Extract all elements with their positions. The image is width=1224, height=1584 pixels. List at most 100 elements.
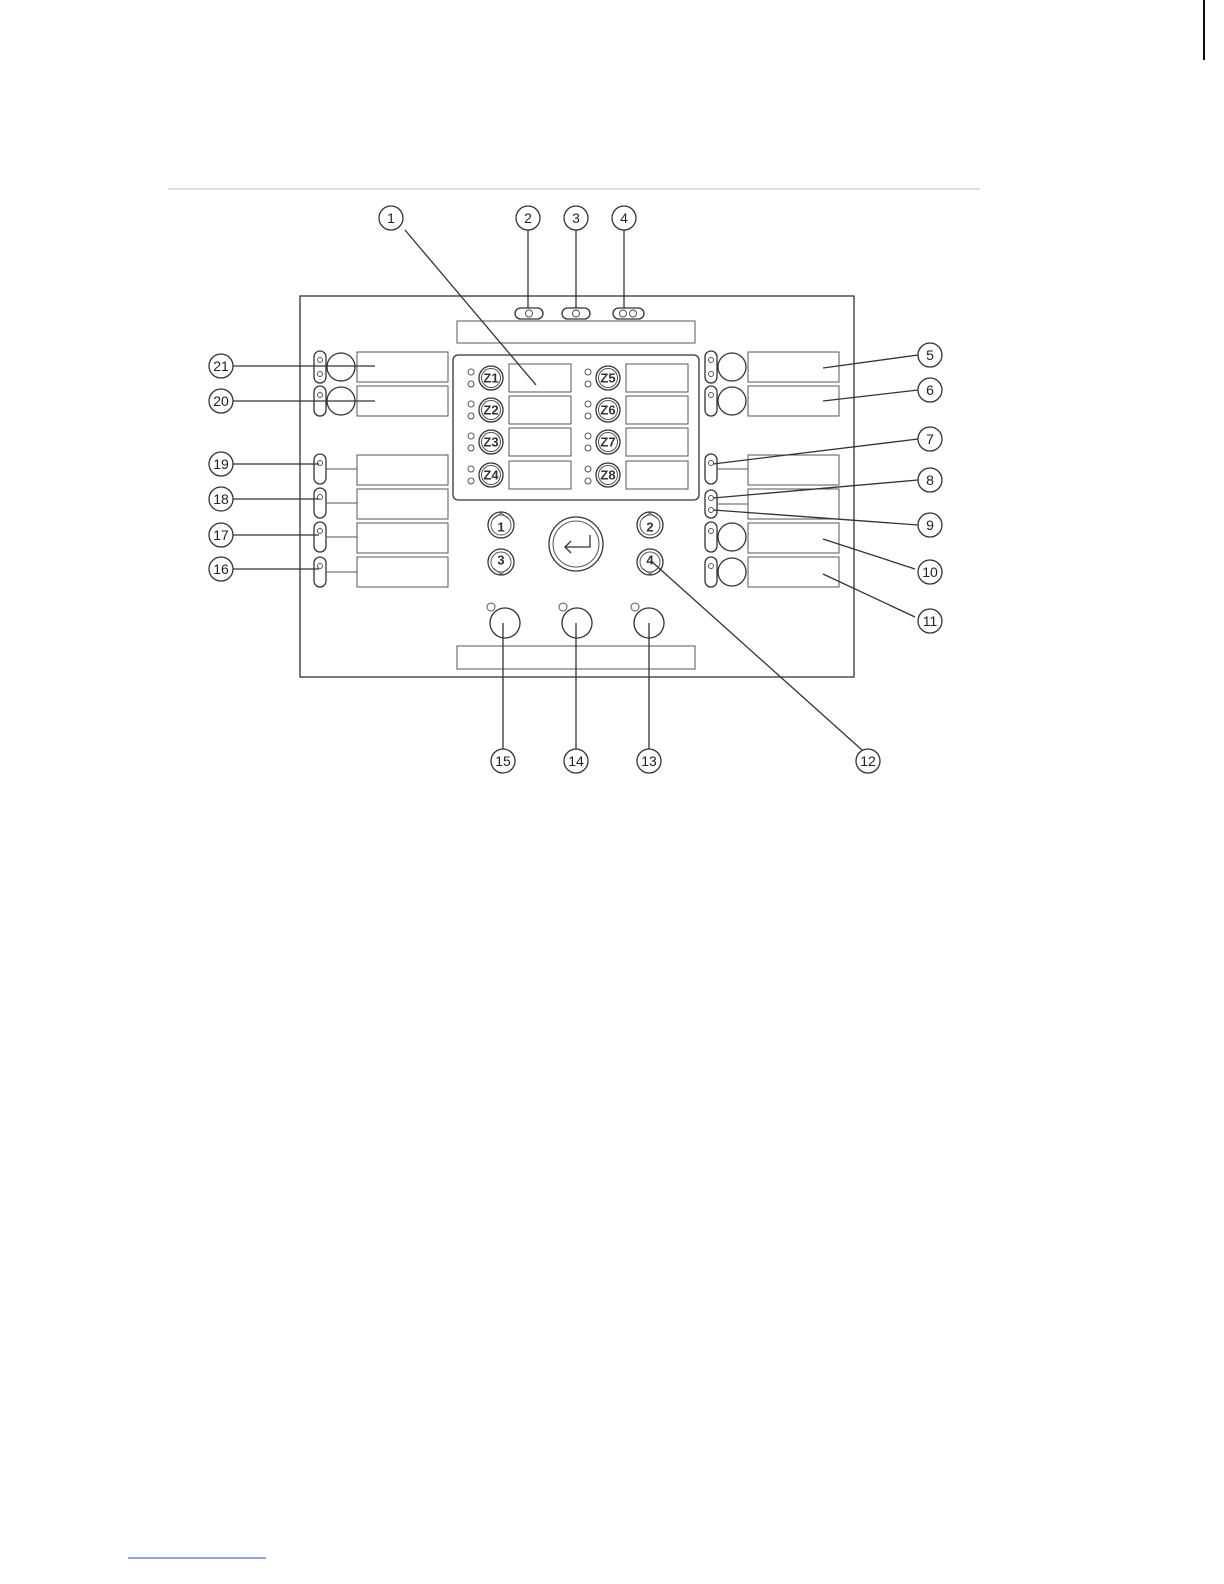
svg-text:20: 20 bbox=[213, 393, 229, 409]
callout-6: 6 bbox=[918, 378, 942, 402]
right-label-10 bbox=[748, 523, 839, 553]
callout-10: 10 bbox=[918, 560, 942, 584]
svg-text:4: 4 bbox=[620, 210, 628, 226]
leader-lines bbox=[233, 230, 918, 750]
callout-5: 5 bbox=[918, 343, 942, 367]
zone-key-z1[interactable]: Z1 bbox=[483, 371, 498, 386]
svg-text:4: 4 bbox=[646, 553, 654, 568]
callout-2: 2 bbox=[516, 206, 540, 230]
nav-key-3[interactable]: 3 bbox=[488, 549, 514, 575]
status-led-2 bbox=[515, 308, 543, 319]
status-led-3 bbox=[562, 308, 590, 319]
callout-12: 12 bbox=[856, 749, 880, 773]
zone-row-z6[interactable]: Z6 bbox=[585, 396, 688, 424]
left-control-19[interactable] bbox=[314, 454, 448, 485]
left-label-21 bbox=[357, 352, 448, 382]
callout-20: 20 bbox=[209, 389, 233, 413]
left-label-16 bbox=[357, 557, 448, 587]
zone-row-z7[interactable]: Z7 bbox=[585, 428, 688, 456]
bottom-button-13[interactable] bbox=[631, 603, 664, 638]
svg-text:21: 21 bbox=[213, 358, 229, 374]
svg-text:3: 3 bbox=[497, 553, 504, 568]
callout-1: 1 bbox=[379, 206, 403, 230]
zone-row-z1[interactable]: Z1 bbox=[468, 364, 571, 392]
zone-row-z8[interactable]: Z8 bbox=[585, 461, 688, 489]
svg-text:3: 3 bbox=[572, 210, 580, 226]
nav-key-2[interactable]: 2 bbox=[637, 512, 663, 538]
zone-key-z3[interactable]: Z3 bbox=[483, 435, 498, 450]
callout-3: 3 bbox=[564, 206, 588, 230]
left-control-21[interactable] bbox=[314, 351, 448, 383]
callout-16: 16 bbox=[209, 557, 233, 581]
svg-text:8: 8 bbox=[926, 472, 934, 488]
callout-19: 19 bbox=[209, 452, 233, 476]
svg-text:5: 5 bbox=[926, 347, 934, 363]
panel-frame bbox=[300, 296, 854, 677]
zone-key-z6[interactable]: Z6 bbox=[600, 403, 615, 418]
svg-text:1: 1 bbox=[387, 210, 395, 226]
svg-text:7: 7 bbox=[926, 431, 934, 447]
svg-text:12: 12 bbox=[860, 753, 876, 769]
svg-text:15: 15 bbox=[495, 753, 511, 769]
zone-key-z2[interactable]: Z2 bbox=[483, 403, 498, 418]
zone-row-z3[interactable]: Z3 bbox=[468, 428, 571, 456]
left-label-19 bbox=[357, 455, 448, 485]
zone-label-z4 bbox=[509, 461, 571, 489]
svg-text:17: 17 bbox=[213, 527, 229, 543]
top-label-strip bbox=[457, 321, 695, 343]
callout-9: 9 bbox=[918, 513, 942, 537]
nav-key-1[interactable]: 1 bbox=[488, 512, 514, 538]
right-control-6[interactable] bbox=[705, 386, 839, 416]
enter-key[interactable] bbox=[549, 517, 603, 571]
right-label-11 bbox=[748, 557, 839, 587]
callout-8: 8 bbox=[918, 468, 942, 492]
left-label-18 bbox=[357, 489, 448, 519]
left-control-16[interactable] bbox=[314, 557, 448, 587]
left-control-18[interactable] bbox=[314, 488, 448, 519]
svg-text:16: 16 bbox=[213, 561, 229, 577]
zone-key-z4[interactable]: Z4 bbox=[483, 468, 499, 483]
svg-text:14: 14 bbox=[568, 753, 584, 769]
callout-11: 11 bbox=[918, 609, 942, 633]
zone-label-z1 bbox=[509, 364, 571, 392]
svg-text:13: 13 bbox=[641, 753, 657, 769]
svg-text:9: 9 bbox=[926, 517, 934, 533]
right-control-7[interactable] bbox=[705, 454, 839, 485]
zone-row-z4[interactable]: Z4 bbox=[468, 461, 571, 489]
right-control-10[interactable] bbox=[705, 522, 839, 553]
svg-text:1: 1 bbox=[497, 520, 504, 535]
right-label-5 bbox=[748, 352, 839, 382]
zone-key-z5[interactable]: Z5 bbox=[600, 371, 615, 386]
right-control-5[interactable] bbox=[705, 351, 839, 383]
zone-row-z5[interactable]: Z5 bbox=[585, 364, 688, 392]
nav-key-4[interactable]: 4 bbox=[637, 549, 663, 575]
right-control-11[interactable] bbox=[705, 557, 839, 587]
svg-text:2: 2 bbox=[646, 520, 653, 535]
callout-13: 13 bbox=[637, 749, 661, 773]
zone-label-z5 bbox=[626, 364, 688, 392]
svg-text:2: 2 bbox=[524, 210, 532, 226]
zone-label-z2 bbox=[509, 396, 571, 424]
svg-text:6: 6 bbox=[926, 382, 934, 398]
enter-arrow-icon bbox=[565, 535, 590, 553]
zone-label-z3 bbox=[509, 428, 571, 456]
svg-text:19: 19 bbox=[213, 456, 229, 472]
svg-text:10: 10 bbox=[922, 564, 938, 580]
status-led-4 bbox=[613, 308, 644, 319]
svg-text:18: 18 bbox=[213, 491, 229, 507]
callout-18: 18 bbox=[209, 487, 233, 511]
callout-14: 14 bbox=[564, 749, 588, 773]
left-control-17[interactable] bbox=[314, 522, 448, 553]
callout-15: 15 bbox=[491, 749, 515, 773]
callout-17: 17 bbox=[209, 523, 233, 547]
svg-text:11: 11 bbox=[923, 613, 938, 629]
zone-row-z2[interactable]: Z2 bbox=[468, 396, 571, 424]
callout-21: 21 bbox=[209, 354, 233, 378]
zone-key-z7[interactable]: Z7 bbox=[600, 435, 615, 450]
callout-4: 4 bbox=[612, 206, 636, 230]
zone-key-z8[interactable]: Z8 bbox=[600, 468, 615, 483]
zone-label-z6 bbox=[626, 396, 688, 424]
left-label-17 bbox=[357, 523, 448, 553]
zone-label-z8 bbox=[626, 461, 688, 489]
